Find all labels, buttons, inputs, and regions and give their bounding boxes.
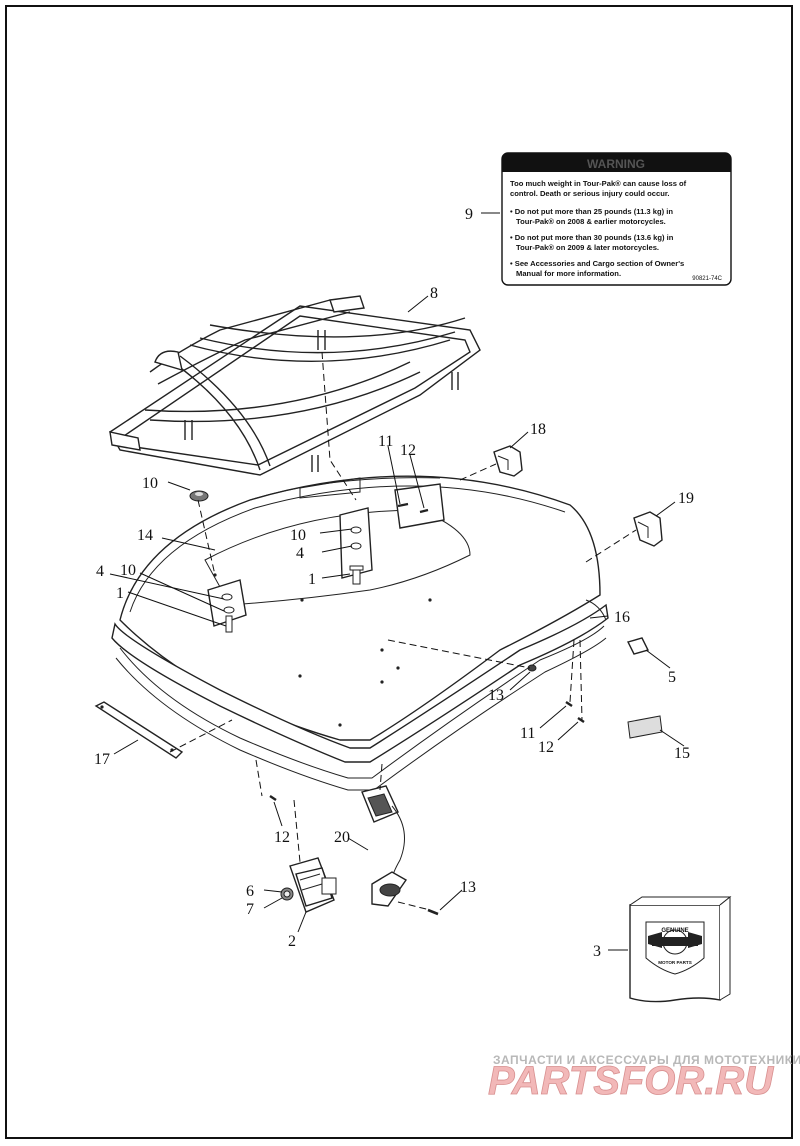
warning-label: WARNING Too much weight in Tour-Pak® can… xyxy=(501,152,732,286)
clip-5 xyxy=(626,637,650,655)
callout-2: 2 xyxy=(288,933,296,950)
top-screws-11-12 xyxy=(397,502,429,514)
callout-4-center: 4 xyxy=(296,545,304,562)
gasket xyxy=(115,599,607,791)
hinge-18 xyxy=(493,445,523,477)
callout-numbers: 9 8 18 11 12 19 10 10 14 4 4 10 1 1 16 5… xyxy=(94,206,694,960)
callout-4-left: 4 xyxy=(96,563,104,580)
grommet-10-top xyxy=(189,490,209,502)
leader-lines xyxy=(109,212,685,951)
warning-bullet-1a: • Do not put more than 25 pounds (11.3 k… xyxy=(510,207,673,216)
warning-bullet-2a: • Do not put more than 30 pounds (13.6 k… xyxy=(510,233,674,242)
callout-10-center: 10 xyxy=(290,527,306,544)
lamp-20 xyxy=(361,785,408,907)
hinge-19 xyxy=(633,511,663,547)
callout-13-bottom: 13 xyxy=(460,879,476,896)
callout-5: 5 xyxy=(668,669,676,686)
callout-13-mid: 13 xyxy=(488,687,504,704)
callout-15: 15 xyxy=(674,745,690,762)
watermark-brand: PARTSFOR.RU xyxy=(488,1059,774,1103)
callout-12-lower: 12 xyxy=(538,739,554,756)
warning-bullet-2b: Tour-Pak® on 2009 & later motorcycles. xyxy=(516,243,659,252)
lower-screws-11-12 xyxy=(565,701,585,723)
callout-11-lower: 11 xyxy=(520,725,535,742)
callout-1-center: 1 xyxy=(308,571,316,588)
warning-line-1: Too much weight in Tour-Pak® can cause l… xyxy=(510,179,687,188)
callout-7: 7 xyxy=(246,901,254,918)
tour-pak-lid xyxy=(111,475,609,763)
watermark-tagline: ЗАПЧАСТИ И АКСЕССУАРЫ ДЛЯ МОТОТЕХНИКИ xyxy=(493,1053,800,1067)
warning-line-2: control. Death or serious injury could o… xyxy=(510,189,670,198)
callout-3: 3 xyxy=(593,943,601,960)
warning-part-number: 90821-74C xyxy=(692,276,722,282)
callout-6: 6 xyxy=(246,883,254,900)
warning-bullet-1b: Tour-Pak® on 2008 & earlier motorcycles. xyxy=(516,217,666,226)
callout-16: 16 xyxy=(614,609,630,626)
latch-assembly xyxy=(280,857,337,913)
callout-1-left: 1 xyxy=(116,585,124,602)
callout-10-top: 10 xyxy=(142,475,158,492)
center-bracket-hardware xyxy=(349,526,364,585)
callout-19: 19 xyxy=(678,490,694,507)
box-logo-top: GENUINE xyxy=(661,928,688,934)
screw-12-bottom xyxy=(269,795,277,801)
screw-13-mid xyxy=(527,664,537,672)
warning-label-header: WARNING xyxy=(587,157,645,171)
pad-15 xyxy=(627,715,663,739)
strap-17 xyxy=(94,701,184,759)
genuine-parts-box: GENUINE MOTOR PARTS xyxy=(629,895,732,1003)
alignment-lines xyxy=(169,351,637,911)
callout-9: 9 xyxy=(465,206,473,223)
callout-18: 18 xyxy=(530,421,546,438)
luggage-rack xyxy=(109,295,481,476)
callout-17: 17 xyxy=(94,751,110,768)
box-logo-bottom: MOTOR PARTS xyxy=(658,960,692,965)
left-bracket-hardware xyxy=(221,593,235,633)
page-border xyxy=(5,5,793,1139)
callout-8: 8 xyxy=(430,285,438,302)
callout-20: 20 xyxy=(334,829,350,846)
warning-bullet-3b: Manual for more information. xyxy=(516,269,621,278)
callout-12-top: 12 xyxy=(400,442,416,459)
watermark: ЗАПЧАСТИ И АКСЕССУАРЫ ДЛЯ МОТОТЕХНИКИ PA… xyxy=(488,1053,800,1103)
callout-11-top: 11 xyxy=(378,433,393,450)
screw-13-bottom xyxy=(427,908,439,916)
callout-12-bottom: 12 xyxy=(274,829,290,846)
callout-10-left: 10 xyxy=(120,562,136,579)
callout-14: 14 xyxy=(137,527,153,544)
warning-bullet-3a: • See Accessories and Cargo section of O… xyxy=(510,259,684,268)
